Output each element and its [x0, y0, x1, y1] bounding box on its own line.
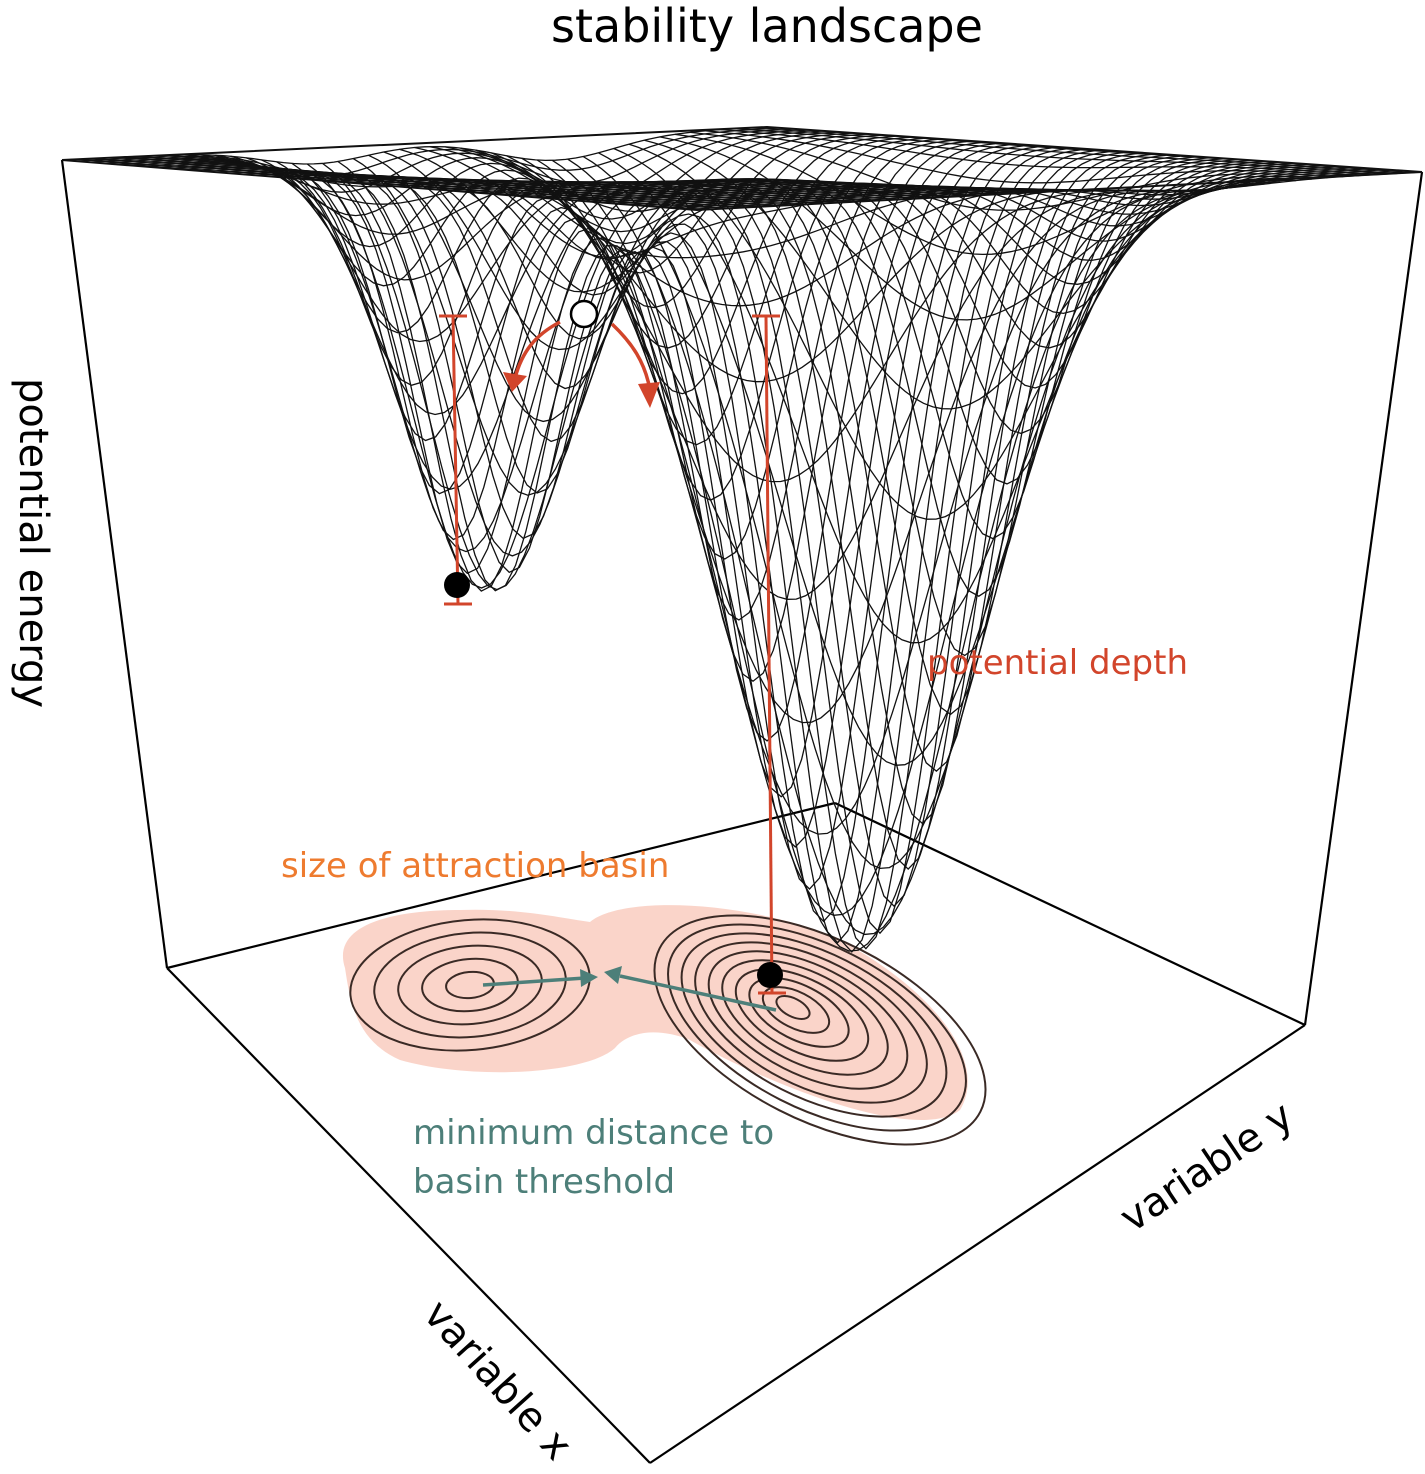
- flow-arrow-right: [610, 322, 652, 391]
- contour-line: [707, 950, 909, 1090]
- box-edge-floor-front-right: [649, 1024, 1306, 1464]
- mesh-line: [420, 152, 1138, 825]
- bounding-box: [60, 159, 1424, 1464]
- mesh-line: [552, 159, 1202, 952]
- basin-shadow: [342, 905, 968, 1120]
- mesh-line: [103, 129, 810, 217]
- contour-line: [748, 977, 850, 1048]
- attraction-basins: [342, 905, 987, 1146]
- saddle-flow-arrows: [503, 320, 660, 408]
- axis-label-y: variable y: [1112, 1093, 1302, 1242]
- box-edge-floor-back-left: [166, 801, 836, 970]
- distance-arrow-left: [482, 976, 586, 987]
- min-distance-label-line2: basin threshold: [413, 1162, 675, 1202]
- mesh-line: [586, 163, 1309, 262]
- contour-line: [775, 995, 811, 1020]
- potential-depth-label: potential depth: [927, 643, 1188, 683]
- contour-line: [667, 923, 967, 1132]
- contour-line: [653, 914, 987, 1146]
- mesh-line: [407, 151, 1124, 871]
- contour-line: [680, 932, 948, 1118]
- box-edge-floor-front-left: [166, 967, 651, 1464]
- figure-title: stability landscape: [551, 0, 983, 53]
- potential-depth-markers: [439, 314, 786, 995]
- mesh-line: [324, 146, 1038, 923]
- stable-equilibrium-right: [757, 962, 783, 988]
- mesh-line: [296, 144, 1010, 848]
- mesh-line: [434, 153, 1152, 772]
- mesh-line: [282, 143, 995, 798]
- stable-equilibrium-left: [444, 572, 470, 598]
- distance-arrowhead-right: [604, 966, 622, 984]
- contour-line: [397, 944, 543, 1026]
- box-edge-floor-back-right: [834, 802, 1306, 1026]
- mesh-line: [186, 135, 896, 495]
- mesh-line: [379, 150, 1095, 935]
- mesh-line: [291, 162, 934, 553]
- mesh-line: [199, 136, 910, 541]
- mesh-line: [558, 161, 1280, 315]
- box-edge-right: [1303, 171, 1424, 1026]
- potential-surface-mesh: [61, 125, 1423, 953]
- mesh-line: [306, 163, 950, 589]
- contour-line: [734, 968, 870, 1062]
- contours-right-basin: [653, 914, 987, 1146]
- mesh-line: [393, 151, 1109, 908]
- mesh-line: [117, 130, 825, 248]
- surface-rim: [61, 125, 1423, 212]
- depth-bar-left: [451, 315, 460, 605]
- flow-arrowhead-right: [638, 382, 660, 408]
- min-distance-label-line1: minimum distance to: [413, 1113, 774, 1153]
- distance-arrow-right: [619, 974, 777, 1012]
- minimum-distance-arrows: [482, 966, 777, 1012]
- contour-line: [721, 959, 889, 1076]
- depth-bar-right: [764, 315, 774, 994]
- mesh-line: [89, 128, 796, 193]
- unstable-saddle-point: [569, 299, 599, 329]
- axis-label-x: variable x: [414, 1291, 581, 1469]
- flow-arrow-left: [513, 320, 561, 379]
- mesh-line: [75, 127, 782, 177]
- contour-line: [421, 957, 519, 1013]
- box-edge-left: [60, 159, 169, 969]
- mesh-line: [655, 168, 1380, 208]
- axis-label-z: potential energy: [10, 378, 56, 708]
- basin-size-label: size of attraction basin: [281, 846, 669, 886]
- flow-arrowhead-left: [503, 372, 527, 392]
- distance-arrowhead-left: [580, 969, 598, 987]
- contour-line: [694, 941, 928, 1104]
- mesh-line: [338, 147, 1052, 944]
- contour-line: [373, 931, 567, 1039]
